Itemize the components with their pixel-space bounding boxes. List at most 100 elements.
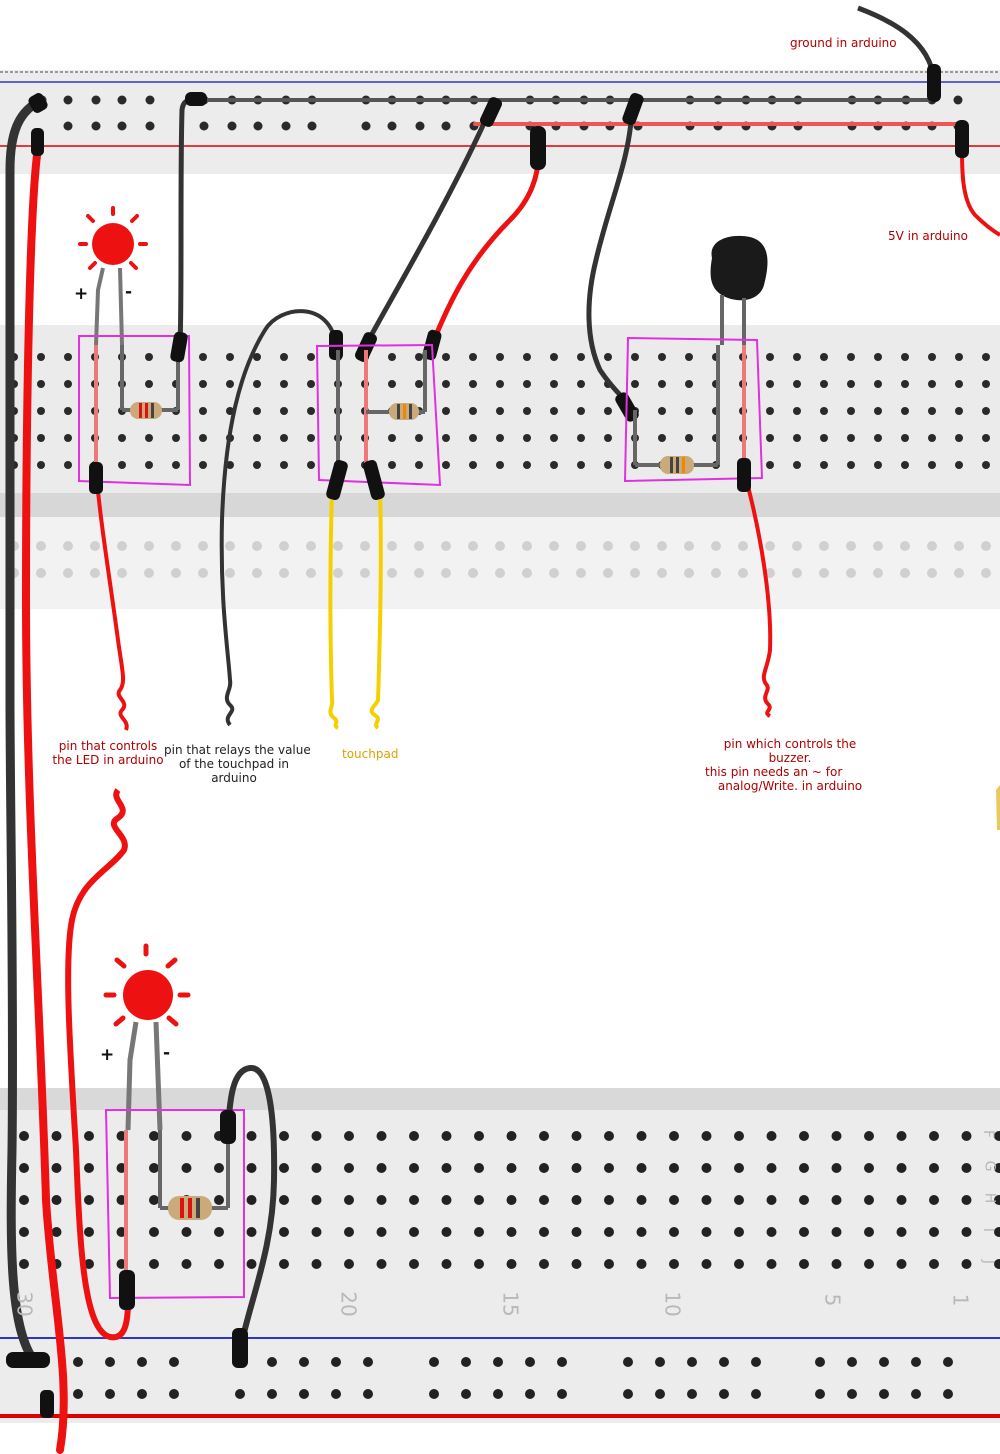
breadboard-hole bbox=[846, 541, 856, 551]
breadboard-hole bbox=[864, 1131, 874, 1141]
breadboard-hole bbox=[344, 1195, 354, 1205]
breadboard-hole bbox=[19, 1163, 29, 1173]
breadboard-hole bbox=[363, 1357, 373, 1367]
breadboard-hole bbox=[145, 434, 153, 442]
breadboard-hole bbox=[199, 434, 207, 442]
breadboard-hole bbox=[198, 541, 208, 551]
breadboard-hole bbox=[669, 1227, 679, 1237]
breadboard-hole bbox=[199, 121, 209, 131]
breadboard-hole bbox=[137, 1389, 147, 1399]
breadboard-hole bbox=[279, 1131, 289, 1141]
breadboard-hole bbox=[361, 121, 371, 131]
top-led-circuit bbox=[78, 92, 207, 731]
breadboard-hole bbox=[344, 1131, 354, 1141]
breadboard-hole bbox=[84, 1259, 94, 1269]
breadboard-hole bbox=[738, 568, 748, 578]
breadboard-hole bbox=[901, 461, 909, 469]
breadboard-hole bbox=[19, 1131, 29, 1141]
breadboard-hole bbox=[550, 407, 558, 415]
breadboard-hole bbox=[820, 461, 828, 469]
led-top-plus: + bbox=[74, 284, 89, 304]
breadboard-hole bbox=[149, 1163, 159, 1173]
breadboard-hole bbox=[199, 461, 207, 469]
breadboard-hole bbox=[525, 1389, 535, 1399]
row-letter-j: J bbox=[980, 1259, 997, 1265]
breadboard-hole bbox=[734, 1131, 744, 1141]
breadboard-hole bbox=[253, 461, 261, 469]
breadboard-hole bbox=[307, 407, 315, 415]
breadboard-hole bbox=[388, 380, 396, 388]
breadboard-hole bbox=[831, 1131, 842, 1141]
breadboard-hole bbox=[225, 541, 235, 551]
breadboard-hole bbox=[928, 407, 936, 415]
ground-label: ground in arduino bbox=[790, 36, 897, 50]
breadboard-hole bbox=[604, 461, 612, 469]
breadboard-hole bbox=[655, 1357, 665, 1367]
breadboard-hole bbox=[928, 353, 936, 361]
breadboard-hole bbox=[506, 1163, 517, 1173]
breadboard-hole bbox=[469, 407, 477, 415]
highlight-box-led-top bbox=[78, 335, 192, 487]
breadboard-hole bbox=[280, 353, 288, 361]
breadboard-hole bbox=[235, 1389, 245, 1399]
breadboard-hole bbox=[279, 541, 289, 551]
breadboard-hole bbox=[539, 1195, 549, 1205]
rail-jumpers bbox=[193, 98, 957, 126]
breadboard-hole bbox=[181, 1259, 192, 1269]
led-bottom-minus: - bbox=[163, 1043, 171, 1063]
breadboard-hole bbox=[928, 461, 936, 469]
breadboard-hole bbox=[333, 541, 343, 551]
breadboard-hole bbox=[820, 434, 828, 442]
breadboard-hole bbox=[955, 434, 963, 442]
breadboard-hole bbox=[388, 353, 396, 361]
breadboard-hole bbox=[246, 1259, 257, 1269]
breadboard-hole bbox=[982, 407, 990, 415]
breadboard-hole bbox=[873, 568, 883, 578]
breadboard-hole bbox=[415, 353, 423, 361]
breadboard-hole bbox=[63, 541, 73, 551]
breadboard-hole bbox=[576, 568, 586, 578]
breadboard-hole bbox=[84, 1227, 94, 1237]
breadboard-hole bbox=[280, 407, 288, 415]
breadboard-hole bbox=[414, 541, 424, 551]
breadboard-hole bbox=[539, 1163, 549, 1173]
breadboard-hole bbox=[550, 461, 558, 469]
breadboard-hole bbox=[199, 380, 207, 388]
breadboard-hole bbox=[981, 541, 991, 551]
breadboard-hole bbox=[900, 568, 910, 578]
breadboard-hole bbox=[441, 121, 451, 131]
breadboard-hole bbox=[955, 380, 963, 388]
breadboard-hole bbox=[819, 568, 829, 578]
breadboard-hole bbox=[117, 568, 127, 578]
breadboard-hole bbox=[793, 380, 801, 388]
breadboard-hole bbox=[669, 1259, 679, 1269]
breadboard-hole bbox=[684, 568, 694, 578]
breadboard-hole bbox=[734, 1195, 744, 1205]
breadboard-hole bbox=[961, 1163, 972, 1173]
breadboard-hole bbox=[169, 1389, 179, 1399]
breadboard-hole bbox=[523, 434, 531, 442]
breadboard-hole bbox=[874, 407, 882, 415]
breadboard-hole bbox=[623, 1389, 633, 1399]
column-number-30: 30 bbox=[12, 1291, 37, 1317]
resistor-buzzer bbox=[660, 456, 694, 474]
breadboard-hole bbox=[874, 380, 882, 388]
breadboard-hole bbox=[280, 434, 288, 442]
breadboard-hole bbox=[929, 1163, 939, 1173]
breadboard-hole bbox=[793, 353, 801, 361]
breadboard-hole bbox=[604, 1227, 614, 1237]
breadboard-hole bbox=[441, 1227, 452, 1237]
breadboard-hole bbox=[181, 1131, 192, 1141]
buzzer-pin-label-line3: this pin needs an ~ for bbox=[705, 765, 843, 779]
breadboard-hole bbox=[636, 1227, 647, 1237]
breadboard-hole bbox=[847, 380, 855, 388]
breadboard-hole bbox=[253, 121, 263, 131]
breadboard-hole bbox=[685, 353, 693, 361]
breadboard-hole bbox=[539, 1259, 549, 1269]
breadboard-hole bbox=[84, 1131, 94, 1141]
breadboard-hole bbox=[51, 1131, 62, 1141]
breadboard-hole bbox=[929, 1227, 939, 1237]
breadboard-hole bbox=[799, 1131, 809, 1141]
breadboard-hole bbox=[603, 541, 613, 551]
buzzer-pin-label-line2: buzzer. bbox=[768, 751, 812, 765]
